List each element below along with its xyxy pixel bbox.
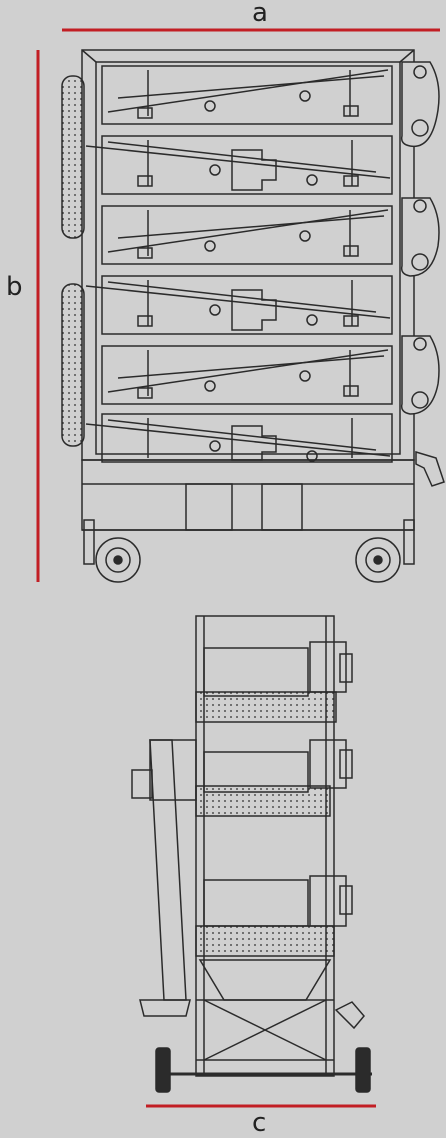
tier-6 xyxy=(85,413,393,463)
left-screen-panels xyxy=(61,75,85,447)
tier-3 xyxy=(101,205,393,265)
base-frame xyxy=(81,459,415,565)
dimension-label-a: a xyxy=(252,0,268,28)
wheels xyxy=(95,537,401,583)
tier-2 xyxy=(85,135,393,195)
right-drive-units xyxy=(400,61,445,487)
tier-1 xyxy=(101,65,393,125)
front-view xyxy=(61,49,445,583)
side-screen-belts xyxy=(195,691,337,957)
dimension-label-b: b xyxy=(6,272,23,302)
tier-4 xyxy=(85,275,393,335)
side-view xyxy=(131,615,372,1093)
dimension-label-c: c xyxy=(252,1108,267,1138)
tier-5 xyxy=(101,345,393,405)
